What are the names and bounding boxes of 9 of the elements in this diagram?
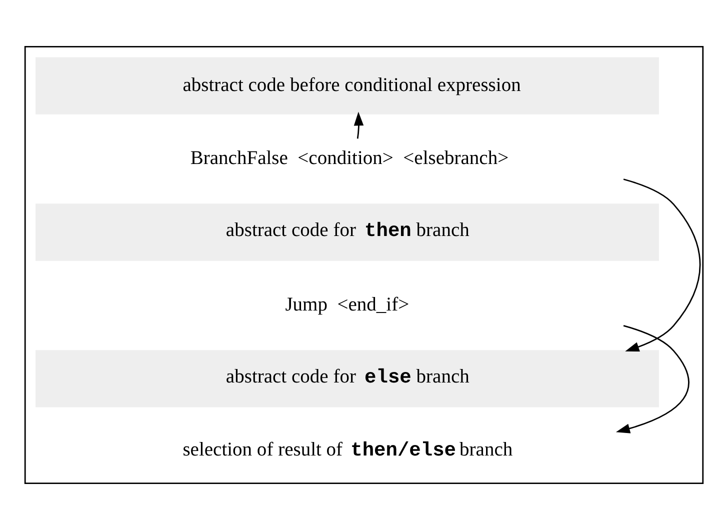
node-box: abstract code before conditional expression [36,57,659,114]
node-box: abstract code for else branch [36,350,659,408]
node-text: Jump <end_if> [285,294,410,316]
node-text: selection of result of then/else branch [182,440,513,462]
arrow [616,325,690,434]
arrow [623,178,701,352]
cluster [24,46,704,484]
arrow [354,112,364,139]
node-text: BranchFalse <condition> <elsebranch> [190,148,509,170]
